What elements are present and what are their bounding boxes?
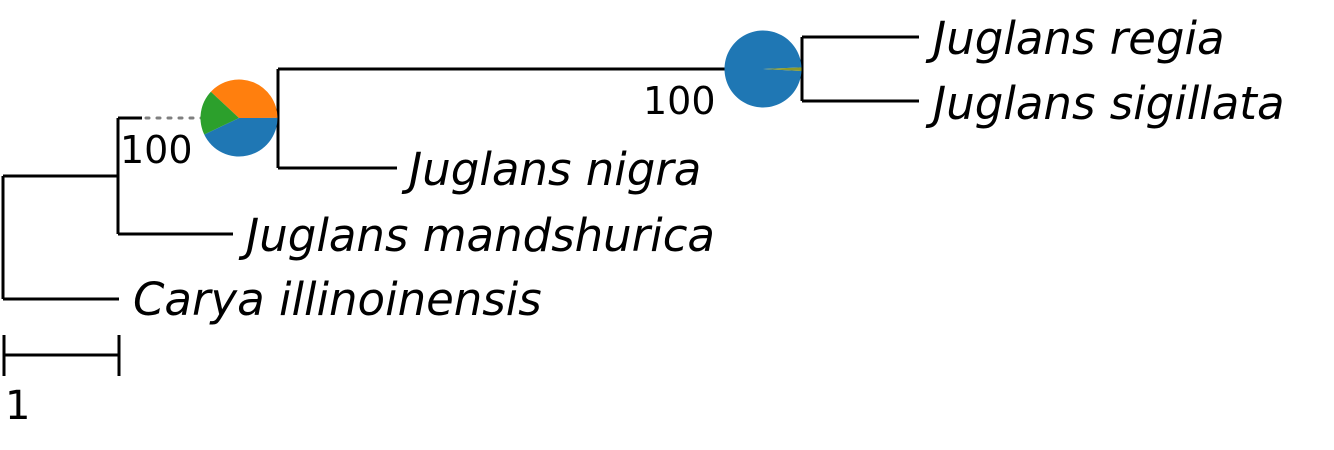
taxon-label-sigillata: Juglans sigillata	[925, 77, 1285, 130]
taxon-label-nigra: Juglans nigra	[401, 143, 701, 196]
pie-chart-top-node	[724, 30, 802, 108]
taxon-label-regia: Juglans regia	[925, 12, 1225, 65]
pie-slice-orange	[210, 79, 278, 118]
scale-bar-label: 1	[5, 383, 30, 429]
pie-slice-green	[200, 91, 239, 135]
pie-slice-olive	[763, 67, 802, 72]
pie-chart-inner-node	[200, 79, 278, 157]
taxon-label-carya: Carya illinoinensis	[133, 273, 542, 326]
pie-slice-blue	[724, 30, 802, 108]
support-value-inner: 100	[120, 128, 193, 172]
pie-slice-blue	[204, 117, 278, 157]
support-value-top: 100	[643, 79, 716, 123]
taxon-label-mandshurica: Juglans mandshurica	[238, 209, 715, 262]
